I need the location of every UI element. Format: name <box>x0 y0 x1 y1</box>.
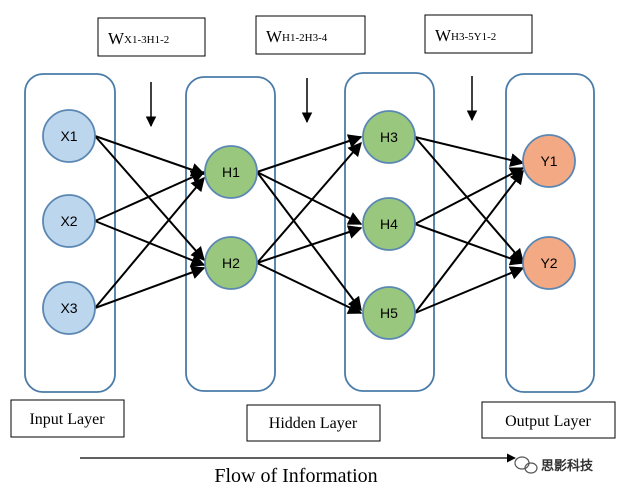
node-label: Y1 <box>540 153 557 169</box>
input-layer-box <box>24 73 116 393</box>
weight-subscript: H1-2H3-4 <box>282 32 328 44</box>
node-label: H2 <box>222 255 240 271</box>
node-label: H5 <box>380 305 398 321</box>
watermark: 思影科技 <box>514 456 594 474</box>
node-label: H4 <box>380 216 398 232</box>
connections-input-hidden1 <box>94 135 206 309</box>
hidden-layer-1-box <box>185 76 276 392</box>
node-h3: H3 <box>362 110 416 164</box>
flow-caption: Flow of Information <box>214 465 377 487</box>
connections-hidden2-output <box>414 136 525 314</box>
node-label: X2 <box>60 213 77 229</box>
connections-hidden1-hidden2 <box>256 134 363 314</box>
node-x3: X3 <box>42 281 96 335</box>
input-layer-label: Input Layer <box>10 399 125 438</box>
node-label: X3 <box>60 300 77 316</box>
node-label: X1 <box>60 128 77 144</box>
weight-symbol: W <box>108 29 125 48</box>
watermark-text: 思影科技 <box>541 458 594 473</box>
node-label: H3 <box>380 129 398 145</box>
node-label: Y2 <box>540 255 557 271</box>
node-y1: Y1 <box>522 134 576 188</box>
node-x2: X2 <box>42 194 96 248</box>
node-h2: H2 <box>204 236 258 290</box>
weight-label-h-h: WH1-2H3-4 <box>255 15 366 55</box>
weight-subscript: X1-3H1-2 <box>124 34 169 46</box>
weight-symbol: W <box>266 27 283 46</box>
hidden-layer-2-box <box>344 72 435 392</box>
weight-subscript: H3-5Y1-2 <box>451 31 496 43</box>
node-label: H1 <box>222 164 240 180</box>
output-layer-box <box>505 73 595 393</box>
weight-label-x-h: WX1-3H1-2 <box>97 17 206 57</box>
node-x1: X1 <box>42 109 96 163</box>
node-h4: H4 <box>362 197 416 251</box>
node-h5: H5 <box>362 286 416 340</box>
node-h1: H1 <box>204 145 258 199</box>
weight-symbol: W <box>435 26 452 45</box>
hidden-layer-label: Hidden Layer <box>246 404 381 442</box>
svg-text:Output Layer: Output Layer <box>505 413 591 430</box>
node-y2: Y2 <box>522 236 576 290</box>
weight-label-h-y: WH3-5Y1-2 <box>424 14 533 54</box>
output-layer-label: Output Layer <box>481 401 616 439</box>
svg-text:WH3-5Y1-2: WH3-5Y1-2 <box>435 26 496 45</box>
svg-text:WX1-3H1-2: WX1-3H1-2 <box>108 29 169 48</box>
wechat-icon <box>514 456 538 474</box>
svg-text:Input Layer: Input Layer <box>29 411 105 428</box>
svg-text:WH1-2H3-4: WH1-2H3-4 <box>266 27 328 46</box>
svg-text:Hidden Layer: Hidden Layer <box>269 415 358 432</box>
